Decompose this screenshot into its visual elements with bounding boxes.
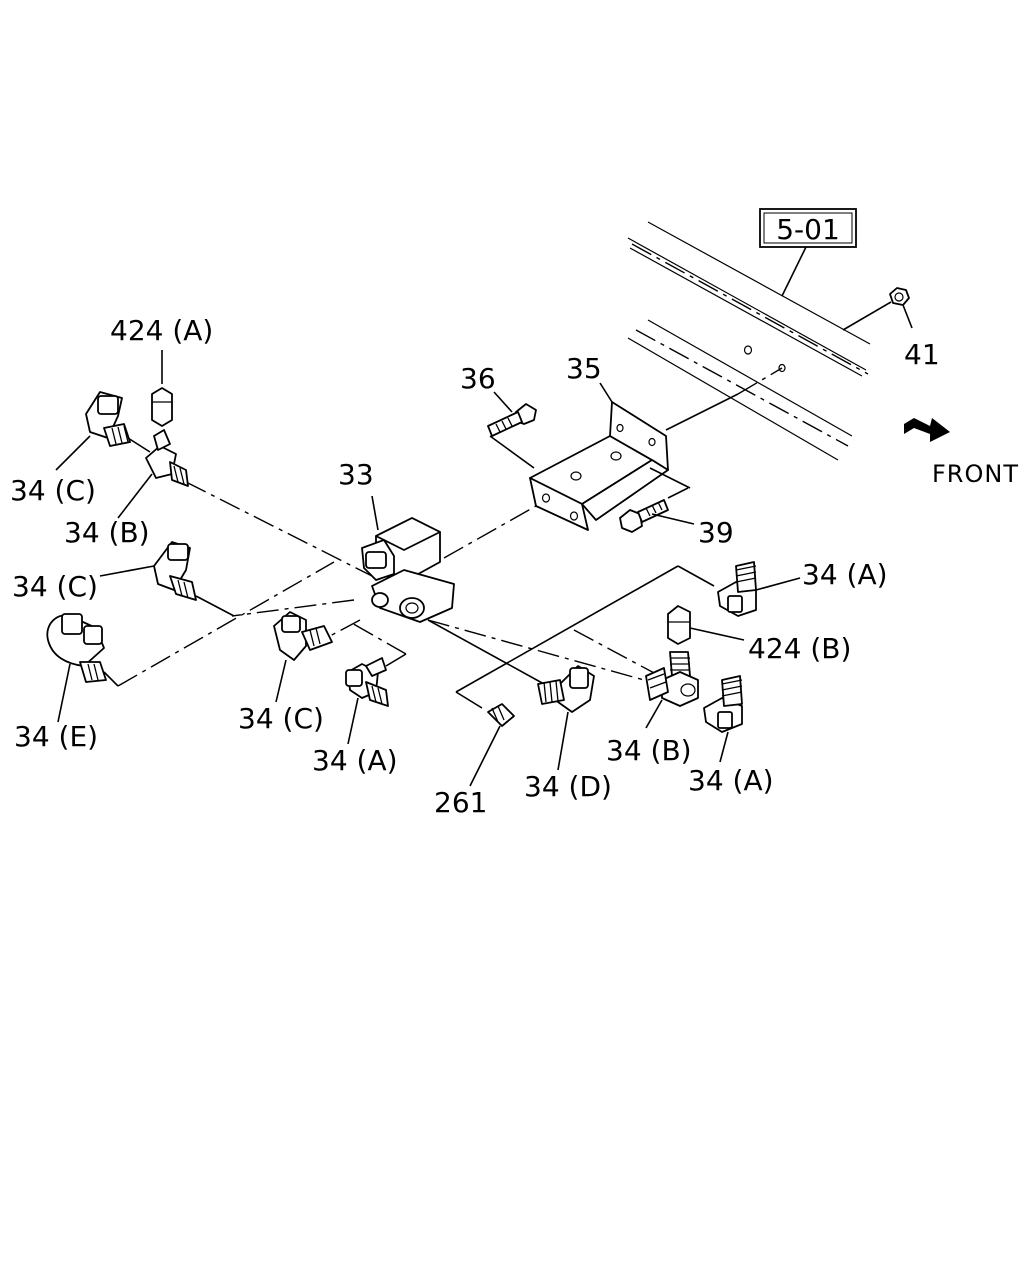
fitting-34b-right[interactable]: 34 (B) <box>606 651 699 767</box>
fitting-34c-mid-label: 34 (C) <box>12 570 98 603</box>
front-arrow-icon <box>904 418 950 442</box>
fitting-34d[interactable]: 34 (D) <box>524 665 612 803</box>
fitting-34b-right-label: 34 (B) <box>606 734 692 767</box>
fitting-34e-label: 34 (E) <box>14 720 98 753</box>
fitting-34a-right-low-label: 34 (A) <box>688 764 774 797</box>
adapter-424b[interactable]: 424 (B) <box>667 605 851 665</box>
bolt-39-label: 39 <box>698 516 734 549</box>
bolt-36-label: 36 <box>460 362 496 395</box>
fitting-34d-label: 34 (D) <box>524 770 612 803</box>
adapter-424a[interactable]: 424 (A) <box>110 314 213 427</box>
nut-41[interactable]: 41 <box>842 287 940 371</box>
front-label: FRONT <box>932 460 1019 488</box>
plug-261[interactable]: 261 <box>434 703 515 819</box>
fitting-34a-low-label: 34 (A) <box>312 744 398 777</box>
adapter-424a-label: 424 (A) <box>110 314 213 347</box>
fitting-34c-mid[interactable]: 34 (C) <box>12 541 197 603</box>
bracket-35-label: 35 <box>566 352 602 385</box>
adapter-424b-label: 424 (B) <box>748 632 851 665</box>
nut-41-label: 41 <box>904 338 940 371</box>
valve-33[interactable]: 33 <box>338 458 455 623</box>
plug-261-label: 261 <box>434 786 487 819</box>
fitting-34a-low[interactable]: 34 (A) <box>312 657 398 777</box>
fitting-34c-low[interactable]: 34 (C) <box>238 611 333 735</box>
fitting-34c-top-label: 34 (C) <box>10 474 96 507</box>
bracket-35[interactable]: 35 <box>529 352 669 531</box>
valve-33-label: 33 <box>338 458 374 491</box>
bolt-36[interactable]: 36 <box>460 362 537 437</box>
frame-rail <box>627 221 871 461</box>
bolt-39[interactable]: 39 <box>619 499 734 549</box>
fitting-34a-right-top[interactable]: 34 (A) <box>717 558 888 617</box>
fitting-34b-top-label: 34 (B) <box>64 516 150 549</box>
fitting-34a-right-low[interactable]: 34 (A) <box>688 675 774 797</box>
reference-box[interactable]: 5-01 <box>759 208 857 248</box>
fitting-34b-top[interactable]: 34 (B) <box>64 429 189 549</box>
fitting-34c-low-label: 34 (C) <box>238 702 324 735</box>
fitting-34c-top[interactable]: 34 (C) <box>10 391 131 507</box>
reference-box-label: 5-01 <box>776 213 840 246</box>
fitting-34a-right-top-label: 34 (A) <box>802 558 888 591</box>
fitting-34e[interactable]: 34 (E) <box>14 613 107 753</box>
